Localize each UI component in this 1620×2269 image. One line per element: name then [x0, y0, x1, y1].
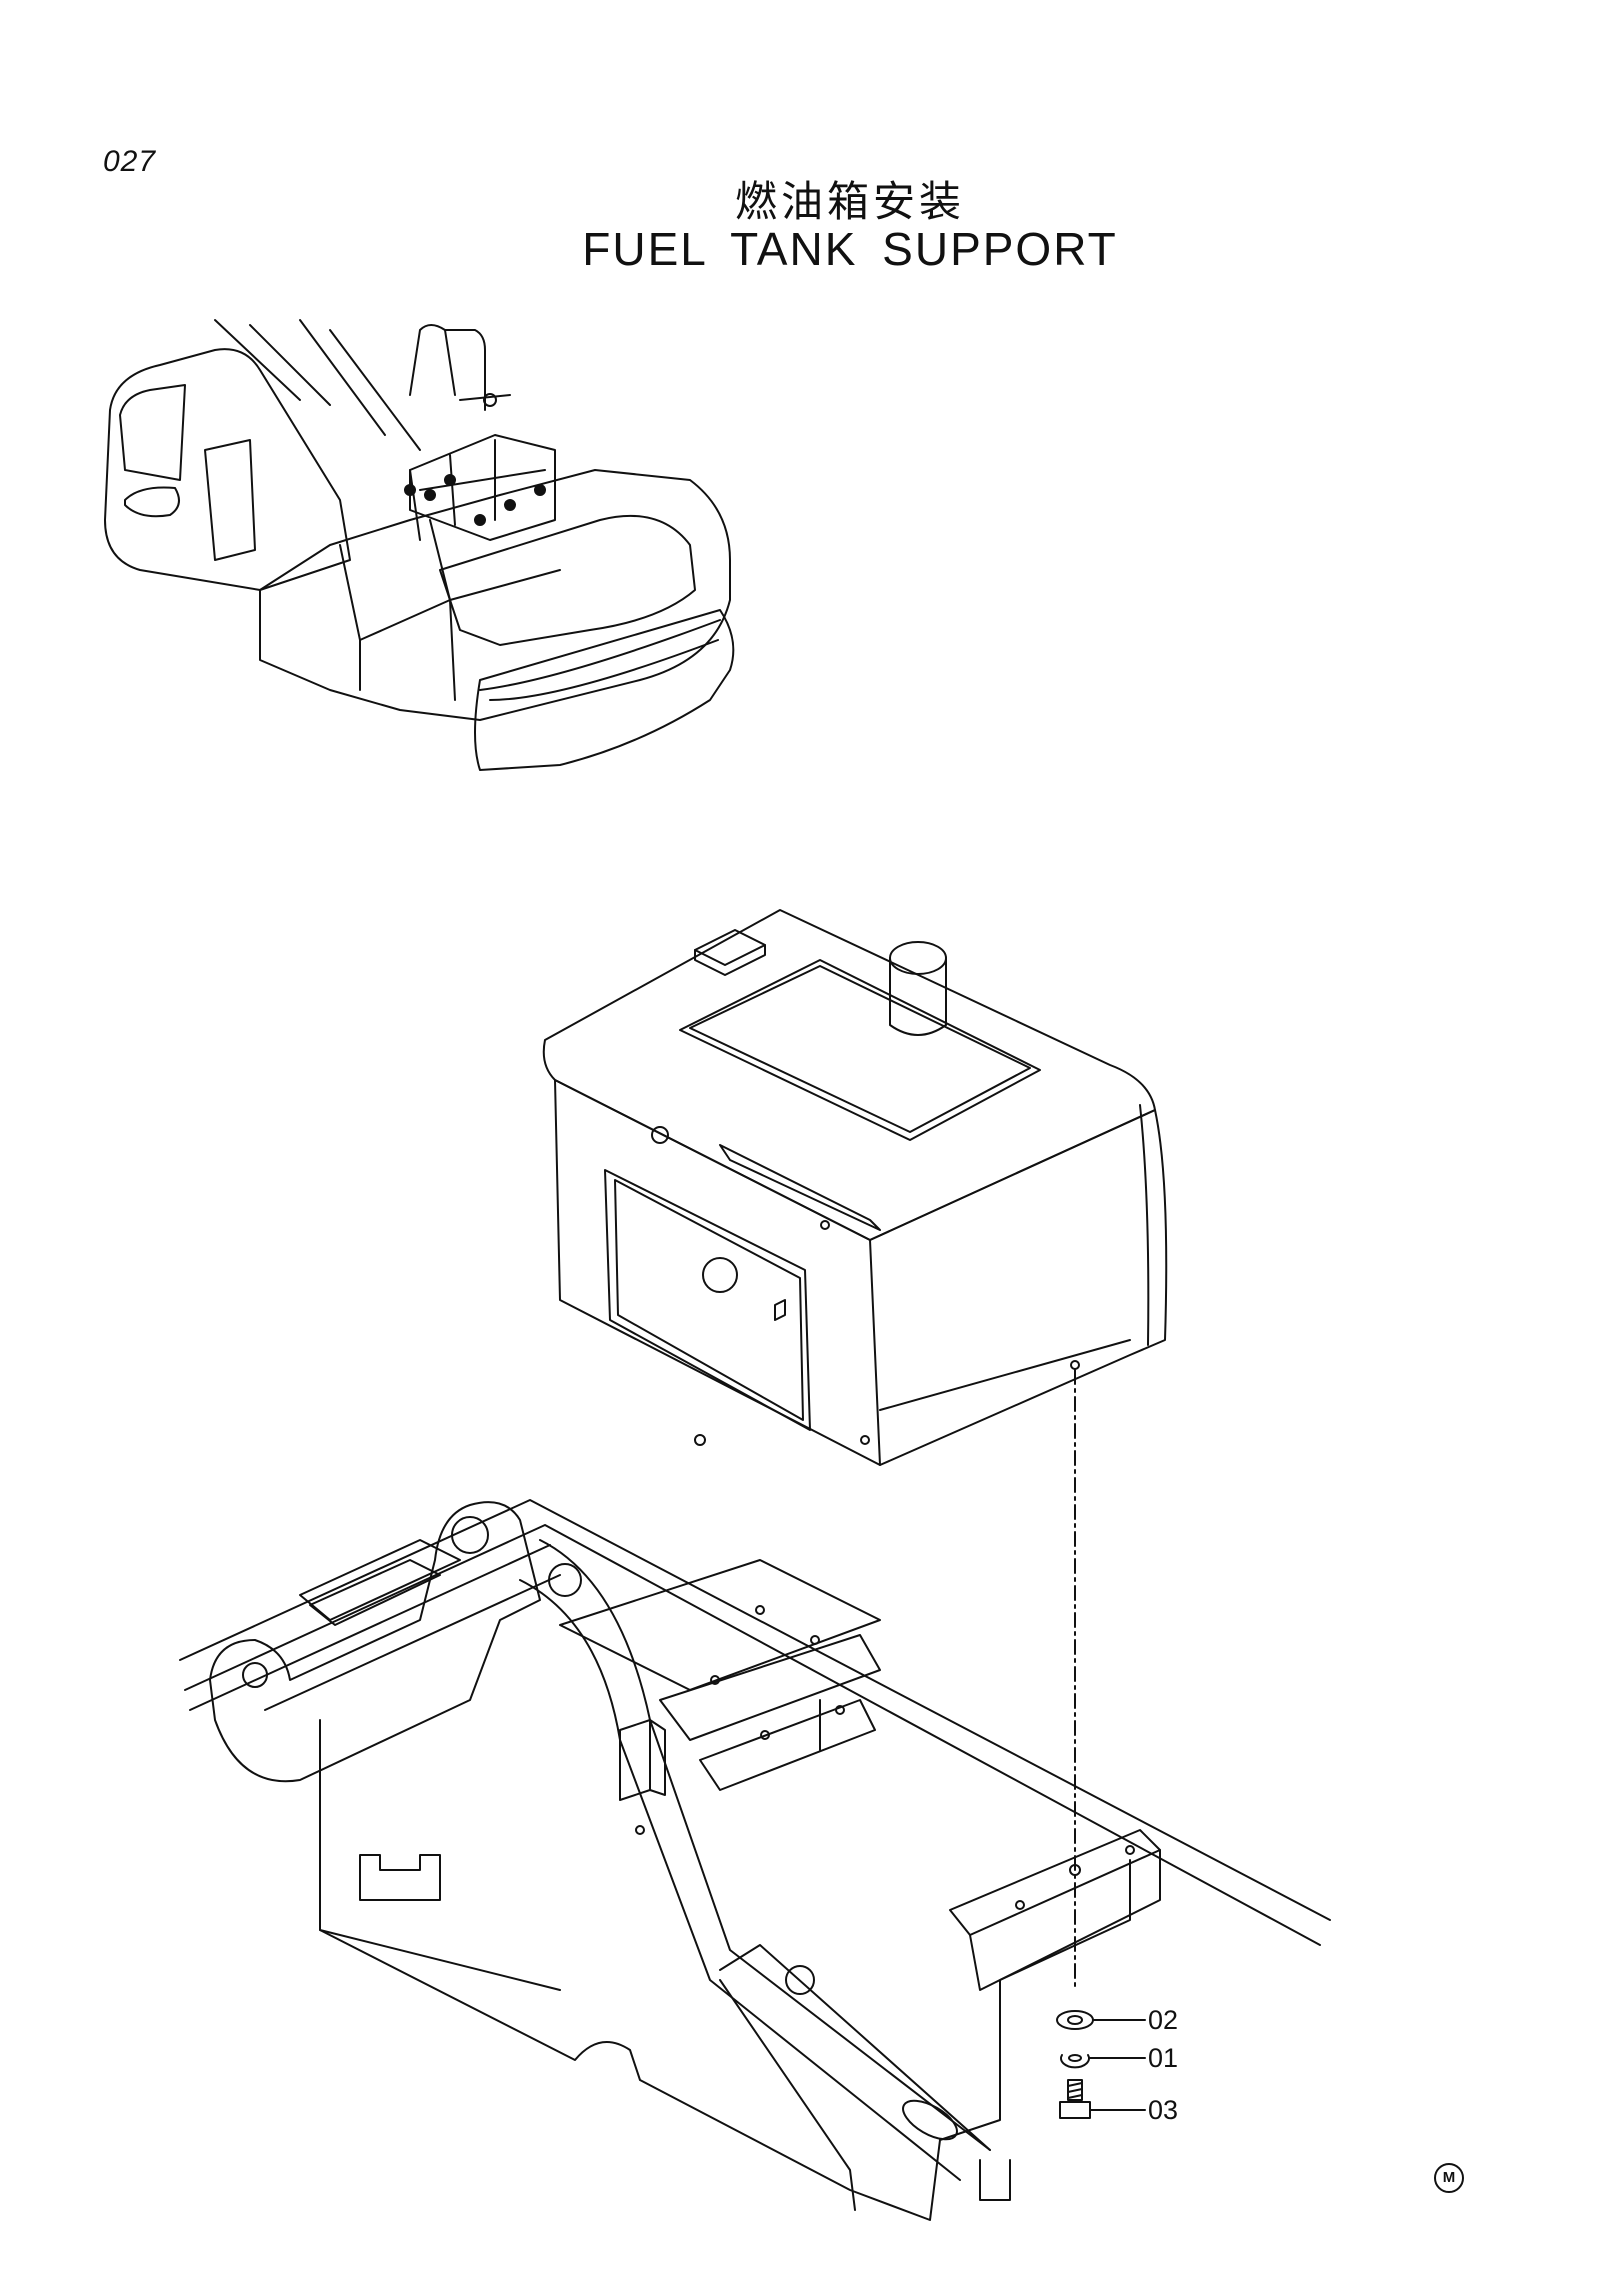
- bolt-icon: [1059, 2079, 1091, 2119]
- part-label-02: 02: [1148, 2005, 1178, 2035]
- fuel-tank: [542, 909, 1168, 1466]
- part-label-01: 01: [1148, 2043, 1178, 2073]
- page-number: 027: [103, 145, 157, 178]
- corner-mark: M: [1434, 2163, 1464, 2193]
- frame: [179, 1499, 1331, 2221]
- hardware-callouts: [1056, 2010, 1146, 2119]
- part-label-03: 03: [1148, 2095, 1178, 2125]
- excavator-overview: [104, 319, 735, 771]
- title-english: FUEL TANK SUPPORT: [582, 223, 1118, 275]
- spring-washer-icon: [1060, 2054, 1090, 2069]
- title-chinese: 燃油箱安装: [734, 178, 965, 225]
- washer-icon: [1056, 2010, 1094, 2030]
